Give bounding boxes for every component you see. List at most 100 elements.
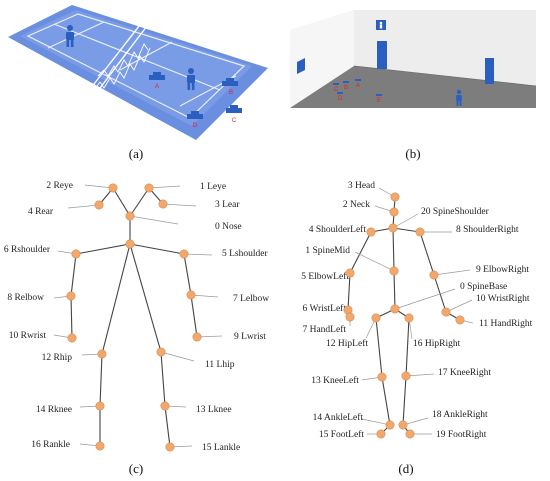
- joint-lknee: [160, 401, 170, 411]
- bone-lknee-lankle: [164, 405, 171, 448]
- joint-spineshoulder: [388, 223, 398, 233]
- bone-torso: [129, 243, 185, 255]
- keypoint-label-wristleft: 6 WristLeft: [302, 303, 346, 314]
- leader-line-lelbow: [190, 294, 219, 298]
- marker-label-d: D: [193, 123, 198, 129]
- joint-rhip: [97, 349, 107, 359]
- keypoint-label-rknee: 14 Rknee: [36, 405, 72, 415]
- person-icon: [187, 68, 195, 90]
- room-window: [297, 58, 305, 74]
- joint-handright: [455, 315, 465, 325]
- joint-spinemid: [389, 266, 399, 276]
- joint-rwrist: [67, 333, 77, 343]
- court-floor: [20, 10, 252, 126]
- bone-lelbow-lwrist: [190, 294, 198, 338]
- bone-kneeright-ankleright: [402, 375, 407, 426]
- leader-line-spinebase: [394, 288, 456, 310]
- keypoint-label-footleft: 15 FootLeft: [319, 429, 364, 440]
- keypoint-label-shoulderright: 8 ShoulderRight: [456, 225, 519, 235]
- keypoint-label-lwrist: 9 Lwrist: [234, 332, 266, 342]
- joint-kneeright: [401, 371, 411, 381]
- room-markers: C B A D E: [333, 79, 382, 104]
- joint-rear: [94, 200, 104, 210]
- keypoint-label-kneeleft: 13 KneeLeft: [311, 375, 359, 386]
- joint-elbowleft: [345, 268, 355, 278]
- marker-pad-a: A: [149, 72, 165, 90]
- room-floor: [290, 66, 536, 108]
- joint-lear: [158, 199, 168, 209]
- leader-line-wristright: [445, 299, 473, 313]
- panel-label-a: (a): [129, 146, 143, 161]
- marker-pad-c: C: [226, 105, 242, 124]
- bone-elbowleft-wristleft: [347, 272, 351, 311]
- joint-rankle: [95, 441, 105, 451]
- room-marker-label: C: [334, 87, 339, 93]
- room-marker-label: B: [344, 85, 348, 91]
- joint-lwrist: [192, 332, 202, 342]
- keypoint-label-leye: 1 Leye: [200, 182, 226, 192]
- leader-line-spineshoulder: [392, 213, 419, 229]
- joint-neck: [389, 207, 399, 217]
- bone-leye-nose: [129, 187, 150, 217]
- leader-line-ankleleft: [361, 418, 391, 426]
- joint-footleft: [376, 429, 386, 439]
- court-service-line-left: [47, 21, 105, 49]
- keypoint-label-lknee: 13 Lknee: [196, 405, 232, 415]
- badminton-net: [93, 11, 151, 100]
- keypoint-label-hipleft: 12 HipLeft: [326, 338, 368, 349]
- room-marker-label: D: [338, 96, 343, 102]
- panel-a-court-scene: A B C D: [8, 5, 268, 140]
- leader-line-kneeright: [405, 373, 435, 377]
- keypoint-label-rankle: 16 Rankle: [31, 440, 70, 450]
- keypoint-label-wristright: 10 WristRight: [476, 294, 530, 304]
- bone-torso: [129, 243, 162, 353]
- marker-label-b: B: [229, 90, 233, 96]
- panel-label-c: (c): [129, 461, 143, 476]
- panel-b-room-scene: C B A D E: [290, 10, 537, 108]
- keypoint-label-rshoulder: 6 Rshoulder: [4, 245, 51, 255]
- joint-spinebase: [390, 304, 400, 314]
- joint-hipright: [404, 313, 414, 323]
- keypoint-label-spinemid: 1 SpineMid: [305, 246, 350, 256]
- keypoint-label-lear: 3 Lear: [215, 200, 240, 210]
- keypoint-label-handleft: 7 HandLeft: [302, 324, 346, 335]
- joint-shoulderleft: [366, 227, 376, 237]
- keypoint-label-lelbow: 7 Lelbow: [233, 294, 269, 304]
- leader-line-rear: [67, 204, 100, 209]
- bone-shoulderright-elbowright: [419, 231, 435, 276]
- joint-lshoulder: [179, 249, 189, 259]
- keypoint-label-lankle: 15 Lankle: [202, 443, 240, 453]
- bone-hipright-kneeright: [405, 317, 410, 377]
- bone-spineshoulder-spinemid: [392, 227, 395, 272]
- marker-pad-b: B: [222, 78, 238, 96]
- joint-footright: [405, 429, 415, 439]
- bone-relbow-rwrist: [70, 295, 73, 339]
- bone-rhip-rknee: [99, 353, 103, 407]
- keypoint-label-elbowleft: 5 ElbowLeft: [301, 271, 349, 282]
- bone-spinemid-spinebase: [393, 270, 396, 310]
- keypoint-label-shoulderleft: 4 ShoulderLeft: [309, 224, 367, 235]
- leader-line-lhip: [160, 351, 195, 362]
- room-marker-label: E: [377, 98, 381, 104]
- leader-line-lear: [162, 203, 197, 207]
- joint-reye: [108, 183, 118, 193]
- room-left-wall: [290, 10, 354, 108]
- keypoint-label-nose: 0 Nose: [215, 222, 242, 232]
- room-sign-icon: [376, 20, 386, 30]
- keypoint-label-kneeright: 17 KneeRight: [438, 368, 491, 378]
- leader-line-lshoulder: [183, 253, 213, 256]
- joint-ankleright: [398, 420, 408, 430]
- keypoint-label-rwrist: 10 Rwrist: [9, 331, 47, 341]
- leader-line-leye: [148, 185, 181, 189]
- room-door-right: [485, 58, 494, 84]
- marker-label-a: A: [155, 84, 159, 90]
- keypoint-label-head: 3 Head: [348, 181, 375, 191]
- bone-shoulderleft-elbowleft: [349, 231, 372, 274]
- bone-rshoulder-relbow: [70, 253, 77, 297]
- joint-lelbow: [186, 290, 196, 300]
- bone-spineshoulder-shoulderright: [392, 227, 421, 233]
- joint-handleft: [345, 312, 355, 322]
- joint-rknee: [95, 401, 105, 411]
